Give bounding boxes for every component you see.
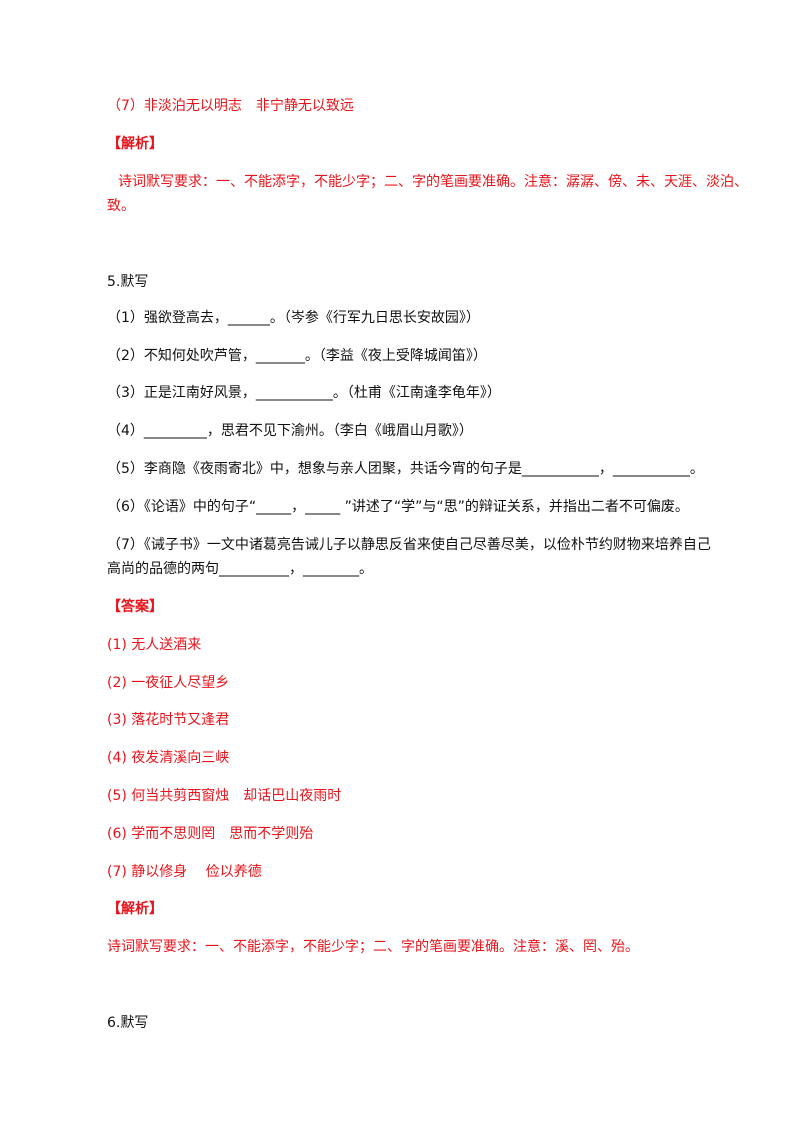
question-5-item-1: （1）强欲登高去，______。（岑参《行军九日思长安故园》）	[107, 310, 480, 326]
question-5-item-7-line2: 高尚的品德的两句__________，________。	[107, 561, 373, 577]
answer-label: 【答案】	[107, 599, 163, 615]
answer-4: (4) 夜发清溪向三峡	[107, 750, 230, 766]
question-5-item-3: （3）正是江南好风景，___________。（杜甫《江南逢李龟年》）	[107, 385, 501, 401]
answer-6: (6) 学而不思则罔 思而不学则殆	[107, 826, 314, 842]
question-5-item-6: （6）《论语》中的句子“_____，_____ ”讲述了“学”与“思”的辩证关系…	[107, 499, 689, 515]
analysis-label-2: 【解析】	[107, 901, 163, 917]
answer-1: (1) 无人送酒来	[107, 637, 202, 653]
question-5-title: 5.默写	[107, 274, 149, 290]
analysis-text-line2: 致。	[107, 198, 135, 214]
answer-2: (2) 一夜征人尽望乡	[107, 675, 230, 691]
question-6-title: 6.默写	[107, 1015, 149, 1031]
question-5-item-4: （4）_________，思君不见下渝州。（李白《峨眉山月歌》）	[107, 423, 473, 439]
question-5-item-2: （2）不知何处吹芦管，_______。（李益《夜上受降城闻笛》）	[107, 348, 487, 364]
answer-7: (7) 静以修身 俭以养德	[107, 864, 262, 880]
analysis-label: 【解析】	[107, 136, 163, 152]
analysis-text-2: 诗词默写要求：一、不能添字，不能少字；二、字的笔画要准确。注意：溪、罔、殆。	[107, 939, 639, 955]
question-5-item-7-line1: （7）《诫子书》一文中诸葛亮告诫儿子以静思反省来使自己尽善尽美，以俭朴节约财物来…	[107, 537, 711, 553]
analysis-text-line1: 诗词默写要求：一、不能添字，不能少字；二、字的笔画要准确。注意：潺潺、傍、未、天…	[118, 174, 748, 190]
question-5-item-5: （5）李商隐《夜雨寄北》中，想象与亲人团聚，共话今宵的句子是__________…	[107, 461, 704, 477]
answer-3: (3) 落花时节又逢君	[107, 712, 230, 728]
answer-5: (5) 何当共剪西窗烛 却话巴山夜雨时	[107, 788, 342, 804]
previous-answer-7: （7）非淡泊无以明志 非宁静无以致远	[107, 98, 354, 114]
